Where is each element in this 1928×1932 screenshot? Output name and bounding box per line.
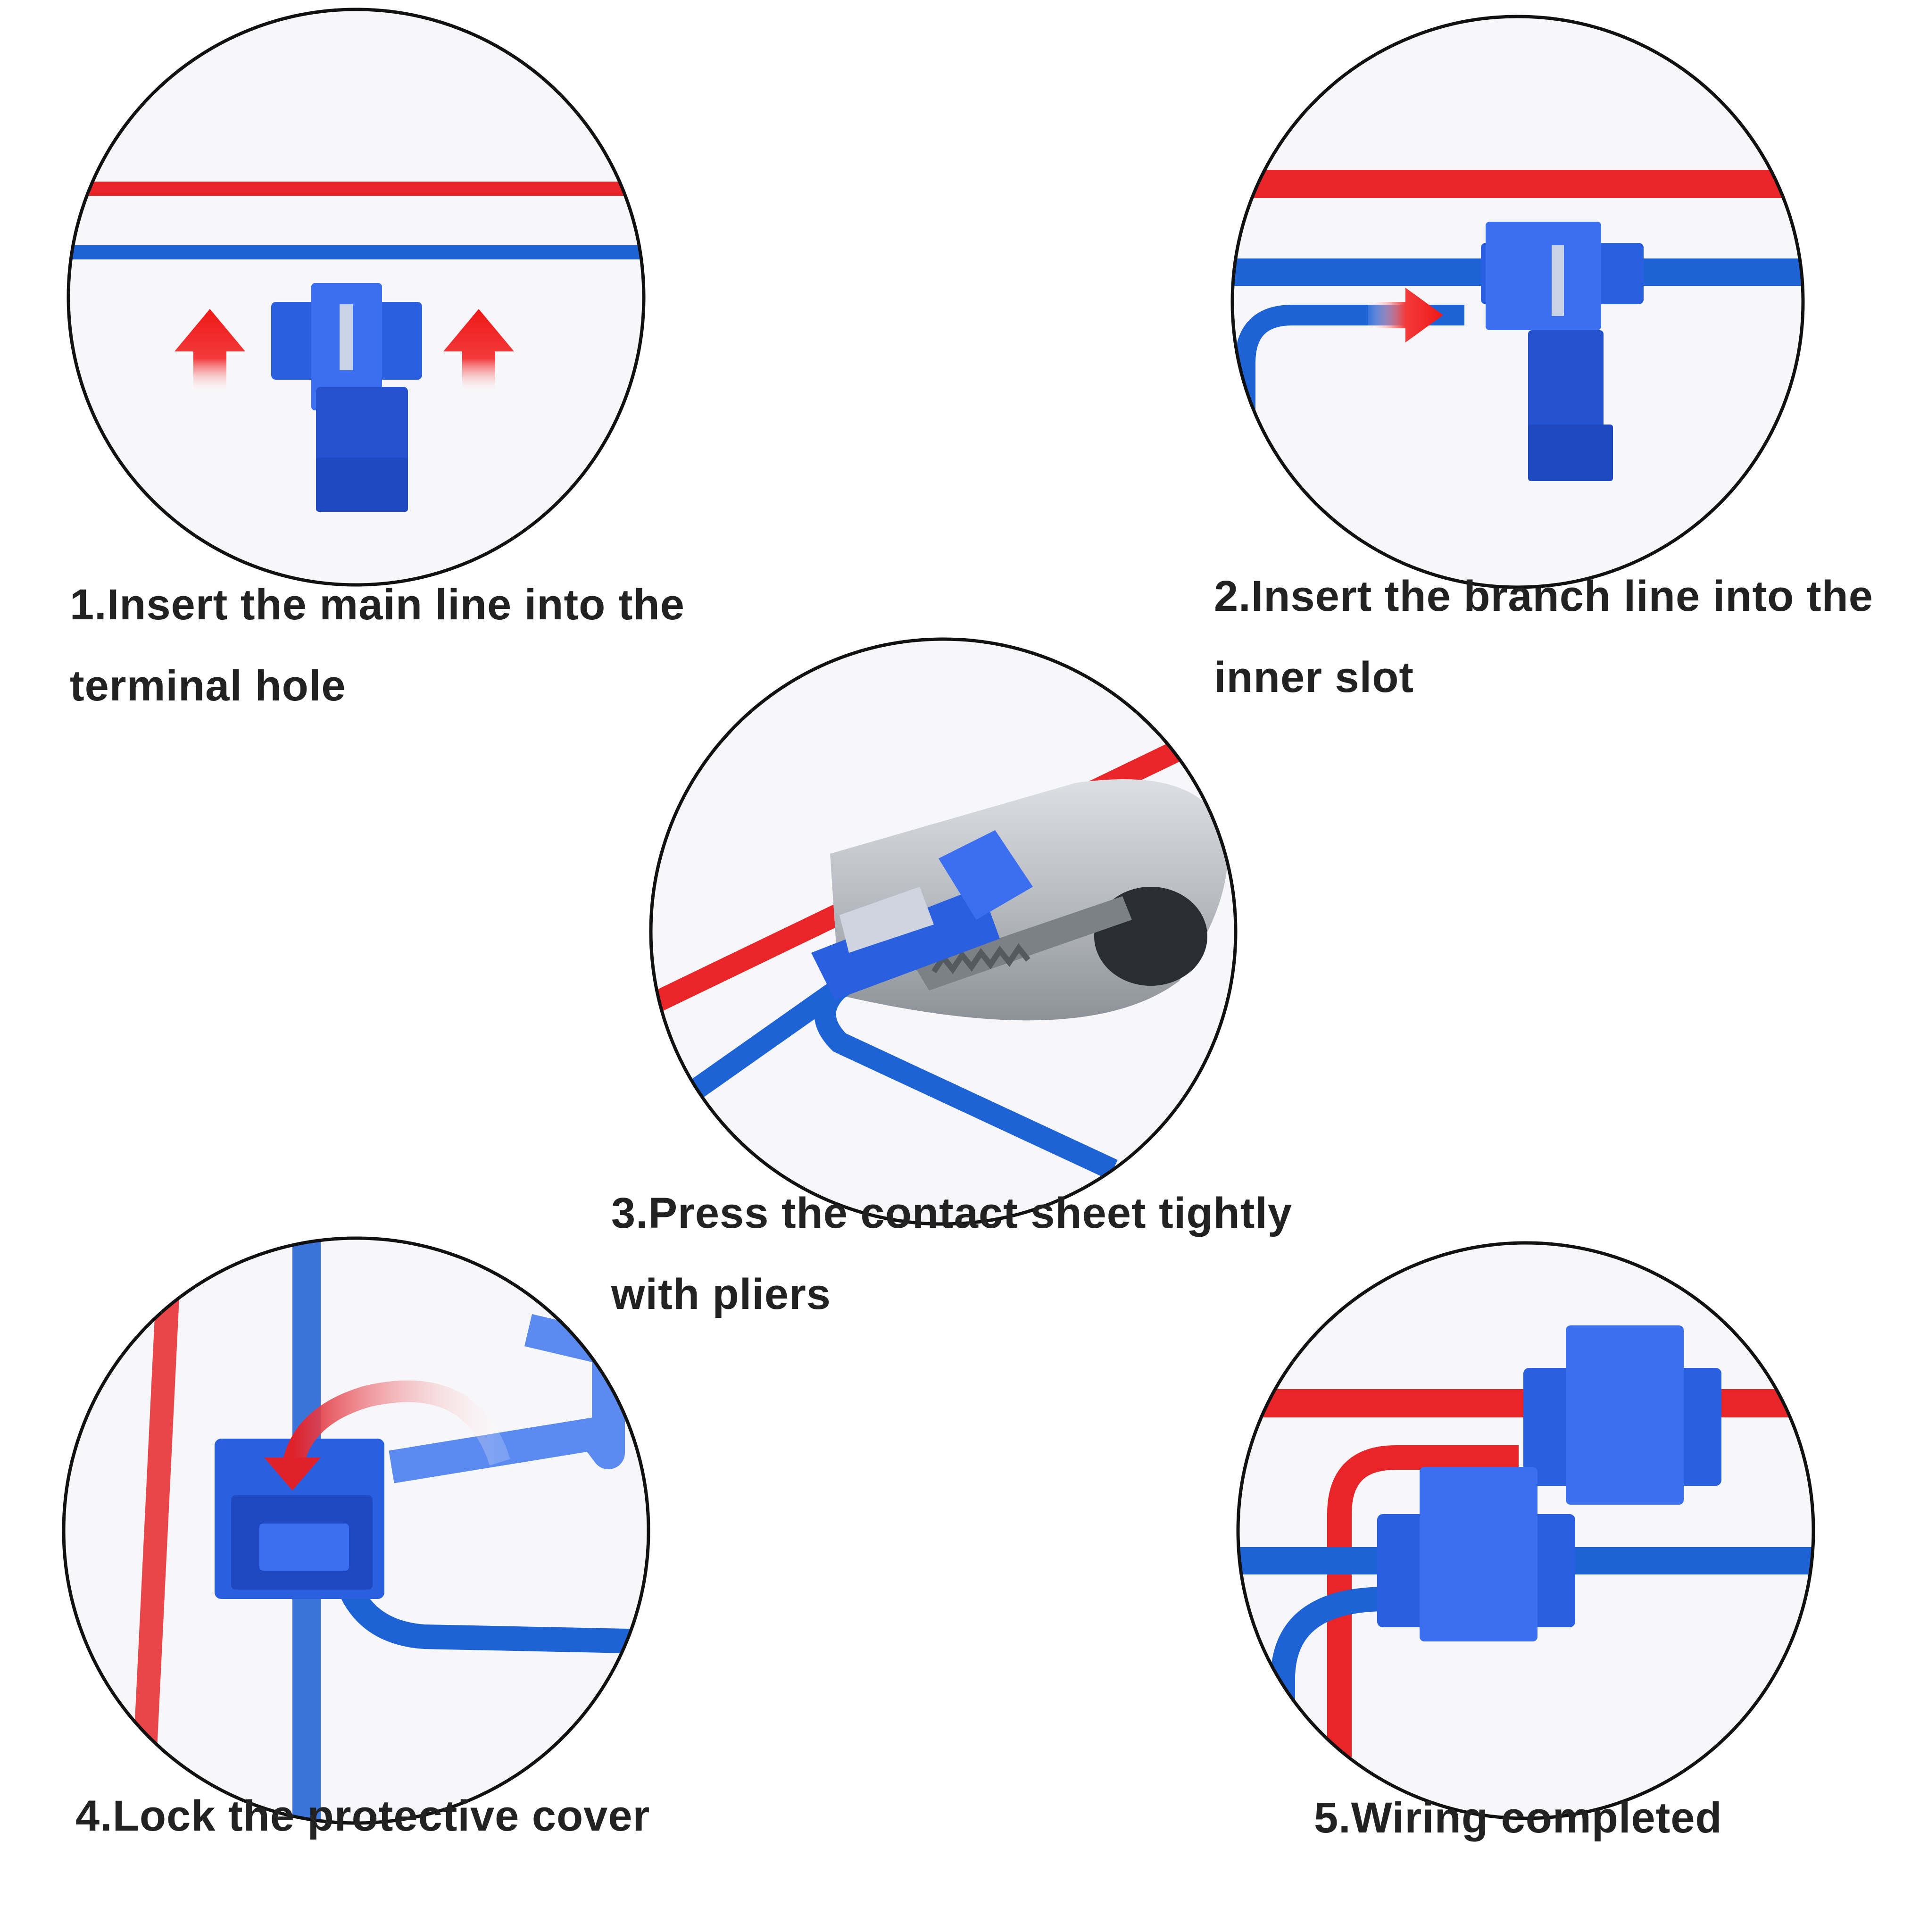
step2-caption-line2: inner slot (1214, 653, 1414, 701)
step5-caption: 5.Wiring completed (1314, 1777, 1722, 1858)
step1-caption-line2: terminal hole (70, 662, 346, 710)
rotate-arrow-icon (264, 1380, 510, 1491)
up-arrow-icon (443, 309, 514, 391)
step5-circle (1236, 1241, 1815, 1820)
t-tap-connector (215, 1314, 625, 1599)
step4-caption-line1: 4.Lock the protective cover (75, 1792, 650, 1840)
main-blue-wire (68, 245, 644, 259)
right-arrow-icon (1368, 288, 1443, 342)
t-tap-connector-blue-line (1377, 1467, 1575, 1641)
step3-caption-line1: 3.Press the contact sheet tightly (611, 1189, 1293, 1237)
step2-illustration (1230, 15, 1805, 589)
step2-caption-line1: 2.Insert the branch line into the (1214, 572, 1873, 620)
step5-caption-line1: 5.Wiring completed (1314, 1794, 1722, 1842)
step2-circle (1230, 15, 1805, 589)
step5-illustration (1236, 1241, 1815, 1820)
t-tap-connector (1481, 222, 1644, 481)
step2-caption: 2.Insert the branch line into the inner … (1214, 556, 1873, 718)
step4-illustration (62, 1236, 650, 1825)
up-arrow-icon (175, 309, 245, 391)
main-red-wire (130, 1249, 182, 1823)
branch-blue-wire (1271, 1587, 1387, 1818)
step1-caption: 1.Insert the main line into the terminal… (70, 564, 685, 726)
step3-circle (649, 637, 1238, 1226)
step1-caption-line1: 1.Insert the main line into the (70, 581, 685, 629)
step4-circle (62, 1236, 650, 1825)
t-tap-connector-red-line (1523, 1325, 1721, 1505)
branch-blue-wire (1235, 305, 1464, 587)
step3-caption-line2: with pliers (611, 1270, 831, 1318)
step4-caption: 4.Lock the protective cover (75, 1775, 650, 1857)
step3-caption: 3.Press the contact sheet tightly with p… (611, 1173, 1292, 1335)
t-tap-connector (271, 283, 422, 512)
step1-circle (66, 8, 646, 587)
step3-illustration (649, 637, 1238, 1226)
branch-red-wire (1327, 1445, 1519, 1818)
main-red-wire (68, 182, 644, 196)
main-red-wire (1232, 170, 1803, 198)
t-tap-connector (811, 830, 1033, 1000)
step1-illustration (66, 8, 646, 587)
